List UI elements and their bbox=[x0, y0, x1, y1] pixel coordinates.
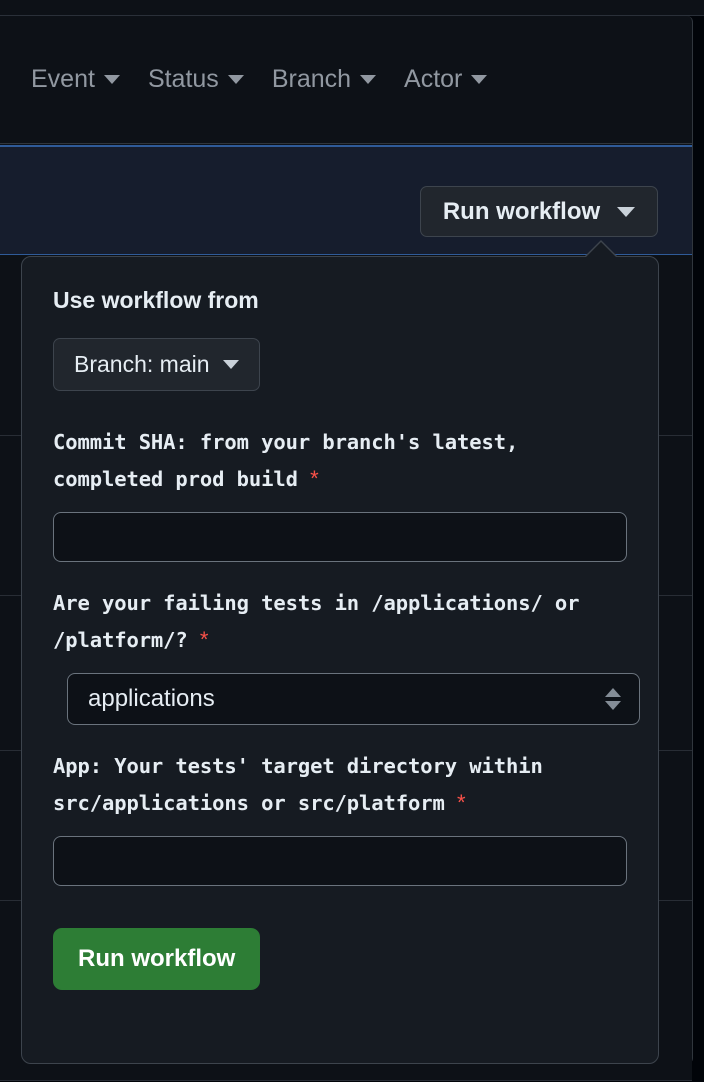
popover-arrow bbox=[584, 242, 618, 259]
filter-status[interactable]: Status bbox=[148, 65, 244, 94]
popover-body: Use workflow from Branch: main Commit SH… bbox=[22, 257, 658, 991]
top-strip bbox=[0, 0, 704, 16]
chevron-down-icon bbox=[103, 75, 120, 84]
test-location-select-value: applications bbox=[88, 685, 215, 713]
field-test-location-label-text: Are your failing tests in /applications/… bbox=[53, 591, 580, 653]
run-workflow-dropdown-button[interactable]: Run workflow bbox=[420, 186, 658, 237]
commit-sha-input[interactable] bbox=[53, 512, 627, 563]
app-directory-input[interactable] bbox=[53, 836, 627, 887]
run-workflow-popover: Use workflow from Branch: main Commit SH… bbox=[21, 240, 659, 1064]
filter-actor[interactable]: Actor bbox=[404, 65, 488, 94]
required-indicator: * bbox=[310, 466, 319, 492]
field-commit-sha-label-text: Commit SHA: from your branch's latest, c… bbox=[53, 430, 519, 492]
required-indicator: * bbox=[457, 790, 466, 816]
chevron-down-icon bbox=[222, 360, 239, 369]
test-location-select-wrapper: applications bbox=[67, 673, 640, 726]
field-test-location: Are your failing tests in /applications/… bbox=[53, 586, 640, 726]
filter-event[interactable]: Event bbox=[31, 65, 120, 94]
filter-branch-label: Branch bbox=[271, 65, 352, 93]
filter-status-label: Status bbox=[147, 65, 219, 93]
field-app-directory-label-text: App: Your tests' target directory within… bbox=[53, 754, 543, 816]
required-indicator: * bbox=[199, 627, 209, 653]
field-app-directory: App: Your tests' target directory within… bbox=[53, 749, 627, 887]
run-workflow-submit-button[interactable]: Run workflow bbox=[53, 928, 261, 991]
popover-title: Use workflow from bbox=[53, 287, 259, 313]
chevron-down-icon bbox=[471, 75, 488, 84]
filter-actor-label: Actor bbox=[404, 65, 463, 93]
chevron-down-icon bbox=[360, 75, 377, 84]
branch-selector-button[interactable]: Branch: main bbox=[53, 338, 260, 391]
filter-event-label: Event bbox=[31, 65, 95, 93]
field-app-directory-label: App: Your tests' target directory within… bbox=[53, 749, 627, 822]
branch-selector-label: Branch: main bbox=[74, 351, 210, 377]
chevron-down-icon bbox=[617, 206, 636, 217]
filter-bar: Event Status Branch Actor bbox=[0, 16, 692, 144]
run-workflow-dropdown-label: Run workflow bbox=[442, 197, 601, 225]
chevron-down-icon bbox=[227, 75, 244, 84]
test-location-select[interactable]: applications bbox=[67, 673, 640, 726]
field-commit-sha: Commit SHA: from your branch's latest, c… bbox=[53, 425, 627, 563]
field-test-location-label: Are your failing tests in /applications/… bbox=[53, 586, 627, 659]
filter-branch[interactable]: Branch bbox=[271, 65, 377, 94]
field-commit-sha-label: Commit SHA: from your branch's latest, c… bbox=[53, 425, 627, 498]
